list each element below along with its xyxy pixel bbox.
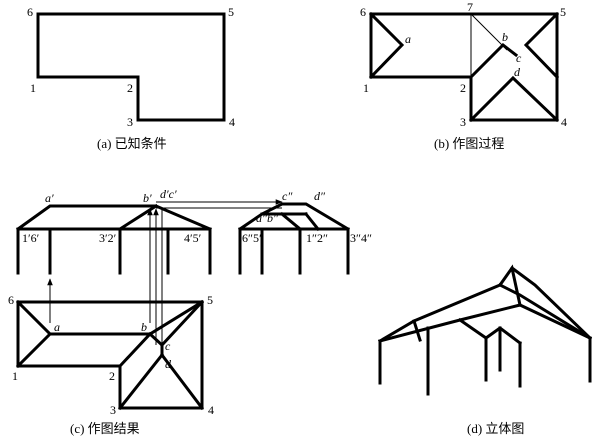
plan-hip-mid-right [159,299,205,348]
plan-point-2: 2 [109,369,115,383]
panel-c-side-elevation: c″ d″ a″b″ 6″5″ 1″2″ 3″4″ [237,189,372,275]
side-label-34: 3″4″ [350,231,372,245]
side-label-d: d″ [314,189,326,203]
perspective-hip-left [412,319,422,342]
plan-letter-d: d [165,357,172,371]
panel-b-letter-c: c [516,51,522,65]
panel-b-point-2: 2 [460,81,466,95]
plan-point-6: 6 [8,293,14,307]
panel-a: 6 5 1 2 3 4 (a) 已知条件 [27,5,235,151]
panel-b-construction-diagonal [470,13,508,51]
panel-a-caption: (a) 已知条件 [97,136,167,151]
plan-letter-b: b [141,320,147,334]
panel-c-caption: (c) 作图结果 [70,421,140,436]
front-label-a: a′ [45,191,54,205]
plan-hip-top-right [147,299,205,337]
panel-c-front-elevation: a′ b′ d′c′ 1′6′ 3′2′ 4′5′ [15,187,212,275]
plan-letter-a: a [54,320,60,334]
panel-b-outline [369,12,559,122]
side-label-ab: a″b″ [256,211,279,225]
plan-point-1: 1 [12,369,18,383]
panel-a-point-4: 4 [229,115,235,129]
panel-b-point-5: 5 [560,5,566,19]
panel-b-point-4: 4 [561,115,567,129]
panel-b-point-1: 1 [363,81,369,95]
side-label-12: 1″2″ [306,231,328,245]
panel-b-hip-right [523,11,560,80]
front-roof-outline [15,204,212,232]
plan-point-3: 3 [110,403,116,417]
plan-valley [117,331,153,369]
plan-letter-c: c [165,339,171,353]
panel-b-valley [468,43,519,80]
side-roof-outline [237,202,351,232]
plan-hip-left [15,299,53,369]
front-label-16: 1′6′ [22,231,40,245]
plan-hip-bottom-left [117,352,165,411]
plan-hip-bottom-right [159,352,205,411]
panel-b-caption: (b) 作图过程 [434,136,504,151]
front-label-45: 4′5′ [184,231,202,245]
panel-c-plan-view: 6 5 1 2 3 4 a b c d [8,293,214,417]
panel-a-point-2: 2 [127,81,133,95]
front-label-dc: d′c′ [160,187,177,201]
panel-d: (d) 立体图 [377,264,593,436]
perspective-hip-right [497,282,593,341]
panel-b-letter-b: b [502,30,508,44]
panel-a-point-6: 6 [27,5,33,19]
side-hip-left [279,211,303,232]
perspective-front-eave [378,303,592,343]
side-label-65: 6″5″ [242,231,264,245]
plan-point-5: 5 [207,293,213,307]
panel-b-point-3: 3 [460,115,466,129]
panel-d-caption: (d) 立体图 [467,421,524,436]
panel-b-point-6: 6 [360,5,366,19]
panel-b-hip-left [368,11,405,80]
front-hip-left [117,203,159,232]
panel-a-point-5: 5 [228,5,234,19]
panel-b-lower-hips [468,75,560,123]
perspective-wing-eave [457,317,523,346]
panel-b-point-7: 7 [467,0,473,14]
side-hip-right [303,211,321,232]
panel-a-outline [36,12,226,122]
front-label-b: b′ [143,191,152,205]
panel-b-letter-d: d [514,65,521,79]
panel-a-point-1: 1 [30,81,36,95]
panel-c: a′ b′ d′c′ 1′6′ 3′2′ 4′5′ c″ d″ a″b″ 6″5… [8,187,372,436]
side-label-c: c″ [282,189,293,203]
panel-b-letter-a: a [405,32,411,46]
panel-b: 6 7 5 1 2 3 4 a b c d (b) 作图过程 [360,0,567,151]
front-label-32: 3′2′ [99,231,117,245]
perspective-back-ridge [509,265,593,341]
plan-point-4: 4 [208,403,214,417]
panel-a-point-3: 3 [127,115,133,129]
